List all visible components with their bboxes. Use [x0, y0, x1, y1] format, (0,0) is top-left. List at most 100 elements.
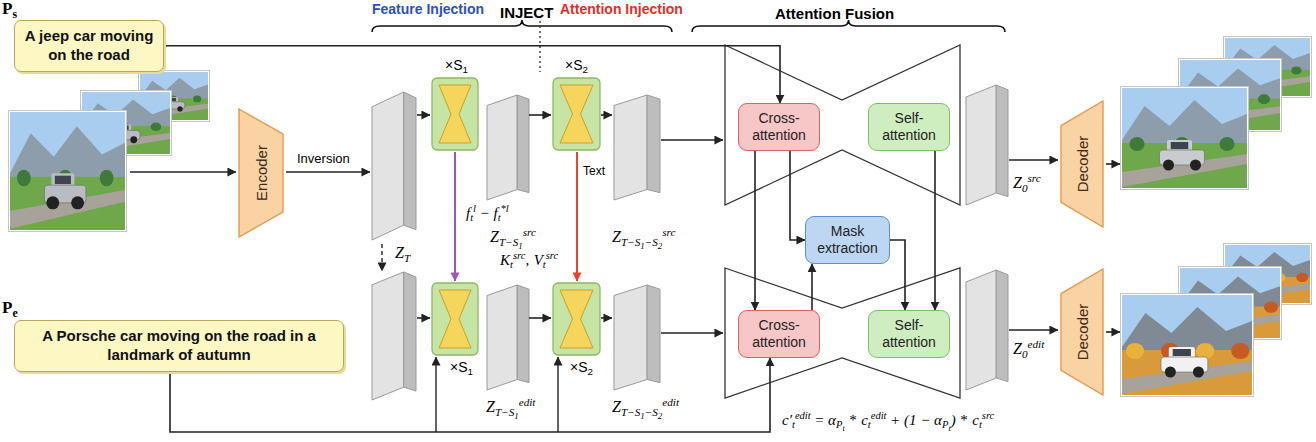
- label-text: 2: [588, 366, 593, 377]
- latent-slab-side: [647, 285, 660, 383]
- label-group: Z0src: [1013, 172, 1041, 194]
- unet-outline: [725, 268, 960, 398]
- label-text: t: [979, 419, 982, 430]
- latent-slab-side: [647, 95, 660, 193]
- injection-block: [553, 78, 600, 150]
- separator: [539, 16, 540, 72]
- flow-arrow: [417, 114, 430, 116]
- block-label: Decoder: [1074, 304, 1091, 361]
- label-text: ×S: [565, 57, 583, 73]
- latent-slab-side: [517, 95, 529, 193]
- label-text: src: [1028, 172, 1041, 184]
- label-text: T−S: [621, 406, 640, 418]
- label-text: INJECT: [500, 4, 553, 21]
- label-text: *l: [501, 203, 509, 214]
- prompt-box: A Porsche car moving on the road in a la…: [14, 320, 344, 372]
- label-group: ×S2: [565, 58, 588, 76]
- label-text: 1: [640, 241, 644, 251]
- box-label: Cross-attention: [743, 317, 815, 351]
- car-wheel: [46, 196, 59, 209]
- unet-glyph: [439, 85, 471, 143]
- prompt-text: A jeep car moving on the road: [24, 27, 154, 65]
- label-text: T−S: [495, 406, 514, 418]
- label-text: P: [942, 419, 948, 430]
- flow-arrow: [130, 171, 236, 173]
- label-text: t: [948, 424, 950, 433]
- connector-arrow: [164, 46, 780, 103]
- label-text: Inversion: [297, 151, 350, 166]
- flow-arrow: [661, 332, 723, 334]
- label-text: t: [543, 259, 546, 270]
- tree: [100, 170, 114, 187]
- tree: [17, 170, 31, 187]
- label-text: c′: [782, 412, 792, 428]
- autumn-tree: [1196, 343, 1214, 359]
- label-text: −: [481, 205, 489, 221]
- label-text: c: [861, 412, 868, 428]
- curly-brace: [372, 20, 672, 32]
- photo-frame: [9, 111, 127, 232]
- flow-arrow: [601, 114, 612, 116]
- unet-glyph: [560, 290, 593, 348]
- label-group: ×S1: [445, 58, 468, 76]
- label-text: edit: [519, 396, 536, 408]
- label-text: 1: [463, 64, 468, 75]
- latent-slab: [487, 95, 517, 200]
- injection-block: [432, 78, 478, 150]
- label-text: f: [493, 205, 497, 221]
- label-group: ftl−ft*l: [466, 203, 509, 224]
- label-text: Z: [1013, 340, 1022, 357]
- unet-glyph: [560, 85, 593, 143]
- label-text: 1: [518, 241, 522, 251]
- label-text: f: [466, 205, 470, 221]
- decoder-block: Decoder: [1060, 268, 1104, 396]
- latent-slab-side: [404, 272, 416, 391]
- tree: [1130, 137, 1145, 151]
- label-text: (1 − α: [904, 412, 942, 428]
- label-text: Feature Injection: [372, 1, 484, 17]
- latent-slab-side: [404, 92, 416, 230]
- label-text: t: [842, 424, 844, 433]
- label-text: src: [662, 226, 675, 238]
- label-group: Text: [583, 165, 605, 178]
- flow-arrow: [1106, 331, 1120, 333]
- meadow: [1122, 350, 1252, 395]
- autumn-tree: [1296, 273, 1308, 282]
- label-text: Text: [583, 164, 605, 178]
- label-text: src: [513, 250, 525, 261]
- photo-frame: [1121, 87, 1249, 190]
- label-text: 1: [468, 366, 473, 377]
- label-text: K: [500, 252, 510, 268]
- label-text: α: [828, 412, 836, 428]
- latent-slab: [487, 285, 517, 390]
- label-text: t: [510, 259, 513, 270]
- label-text: ×S: [570, 359, 588, 375]
- label-group: c′tedit=αPt*ctedit+(1 − αPt)*ctsrc: [782, 410, 994, 433]
- connector-arrow: [811, 264, 813, 310]
- box-label: Mask extraction: [810, 223, 885, 257]
- label-text: t: [868, 419, 871, 430]
- label-group: Ps: [2, 0, 17, 21]
- unet-outline: [725, 45, 960, 205]
- label-text: Attention Injection: [560, 1, 683, 17]
- label-group: Inversion: [297, 152, 350, 166]
- attention-box: Cross-attention: [738, 310, 820, 358]
- label-text: 0: [1022, 182, 1028, 194]
- label-text: T−S: [621, 236, 640, 248]
- car-window: [1173, 349, 1191, 356]
- label-text: −S: [645, 406, 658, 418]
- label-group: Attention Injection: [560, 2, 683, 17]
- label-text: src: [546, 250, 558, 261]
- flow-arrow: [1009, 159, 1058, 161]
- flow-arrow: [417, 317, 430, 319]
- injection-block: [553, 283, 600, 355]
- label-text: T: [404, 252, 410, 264]
- label-text: P: [836, 419, 842, 430]
- label-text: +: [891, 412, 899, 428]
- label-text: ×S: [450, 359, 468, 375]
- injection-block: [432, 283, 478, 355]
- sky: [1122, 295, 1252, 395]
- label-group: Pe: [2, 299, 18, 320]
- label-text: 2: [583, 64, 588, 75]
